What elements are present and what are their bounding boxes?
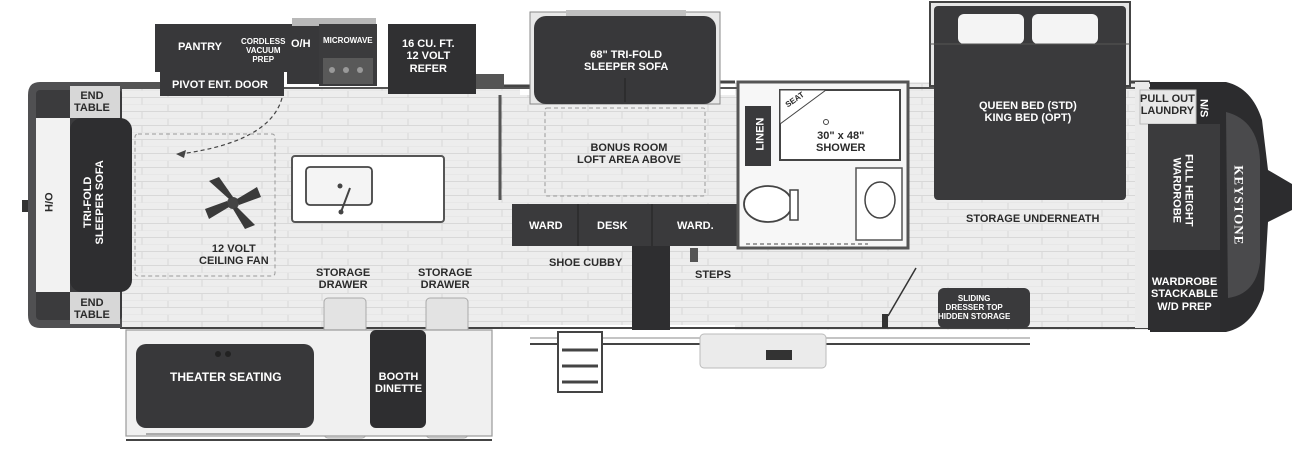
pillow-right: [1032, 14, 1098, 44]
storage-underneath-label: STORAGE UNDERNEATH: [966, 213, 1100, 225]
ward-right-label: WARD.: [677, 220, 714, 232]
bonus-room-label: BONUS ROOM LOFT AREA ABOVE: [577, 142, 681, 167]
shower-label: 30" x 48" SHOWER: [816, 130, 866, 155]
ward-desk-bar: [512, 204, 738, 246]
microwave-label: MICROWAVE: [323, 36, 373, 45]
sliding-dresser-label: SLIDING DRESSER TOP HIDDEN STORAGE: [938, 294, 1011, 321]
bath-sink: [864, 181, 896, 219]
shoe-cubby-label: SHOE CUBBY: [549, 257, 623, 269]
full-height-wardrobe-label: FULL HEIGHT WARDROBE: [1170, 154, 1195, 227]
linen-label: LINEN: [754, 117, 767, 151]
booth-dinette: [370, 330, 426, 428]
wardrobe-stackable-label: WARDROBE STACKABLE W/D PREP: [1151, 276, 1219, 313]
pantry-cabinet: [155, 24, 237, 72]
theater-seating-label: THEATER SEATING: [170, 370, 282, 384]
ward-left-label: WARD: [529, 220, 563, 232]
end-table-bottom: [70, 292, 120, 324]
steps-label: STEPS: [695, 269, 732, 281]
linen-closet: [745, 106, 771, 166]
vacuum-cabinet: [237, 24, 287, 72]
ns-label: N/S: [1197, 98, 1210, 118]
full-height-wardrobe: [1148, 124, 1220, 250]
pull-out-laundry: [1139, 89, 1197, 125]
refer: [388, 24, 476, 94]
end-table-top: [70, 86, 120, 118]
pivot-door-label: PIVOT ENT. DOOR: [172, 79, 268, 91]
living-rug: [134, 133, 276, 277]
oh-top-label: O/H: [291, 38, 311, 50]
pivot-door-bar: [160, 72, 284, 96]
ceiling-fan-icon: [205, 177, 261, 229]
cordless-vacuum-label: CORDLESS VACUUM PREP: [241, 37, 286, 64]
shoe-cubby-post: [632, 246, 670, 330]
bed: [934, 6, 1126, 200]
brand-logo: KEYSTONE: [1231, 165, 1247, 246]
oh-left-label: O/H: [41, 192, 54, 212]
wardrobe-stackable: [1148, 250, 1220, 330]
end-table-bottom-label: END TABLE: [74, 297, 110, 322]
bonus-room: [544, 107, 706, 197]
desk-label: DESK: [597, 220, 628, 232]
refer-label: 16 CU. FT. 12 VOLT REFER: [402, 38, 455, 75]
pull-out-laundry-label: PULL OUT LAUNDRY: [1140, 93, 1195, 118]
patio-door-area: [699, 333, 827, 369]
sliding-dresser: [938, 288, 1030, 328]
pantry-label: PANTRY: [178, 41, 222, 53]
trifold-sofa-left: [70, 118, 132, 292]
booth-dinette-label: BOOTH DINETTE: [375, 371, 423, 396]
end-table-top-label: END TABLE: [74, 90, 110, 115]
toilet: [743, 185, 793, 223]
storage-drawer-1-label: STORAGE DRAWER: [316, 267, 371, 292]
pillow-left: [958, 14, 1024, 44]
oh-cabinet: [287, 24, 319, 84]
trifold-left-label: TRI-FOLD SLEEPER SOFA: [81, 160, 107, 245]
bed-label: QUEEN BED (STD) KING BED (OPT): [979, 100, 1077, 125]
theater-seating: [136, 344, 314, 428]
storage-drawer-2-label: STORAGE DRAWER: [418, 267, 473, 292]
ceiling-fan-label: 12 VOLT CEILING FAN: [199, 243, 269, 268]
trifold-top-label: 68" TRI-FOLD SLEEPER SOFA: [584, 49, 669, 74]
trifold-top-sofa: [534, 16, 716, 104]
